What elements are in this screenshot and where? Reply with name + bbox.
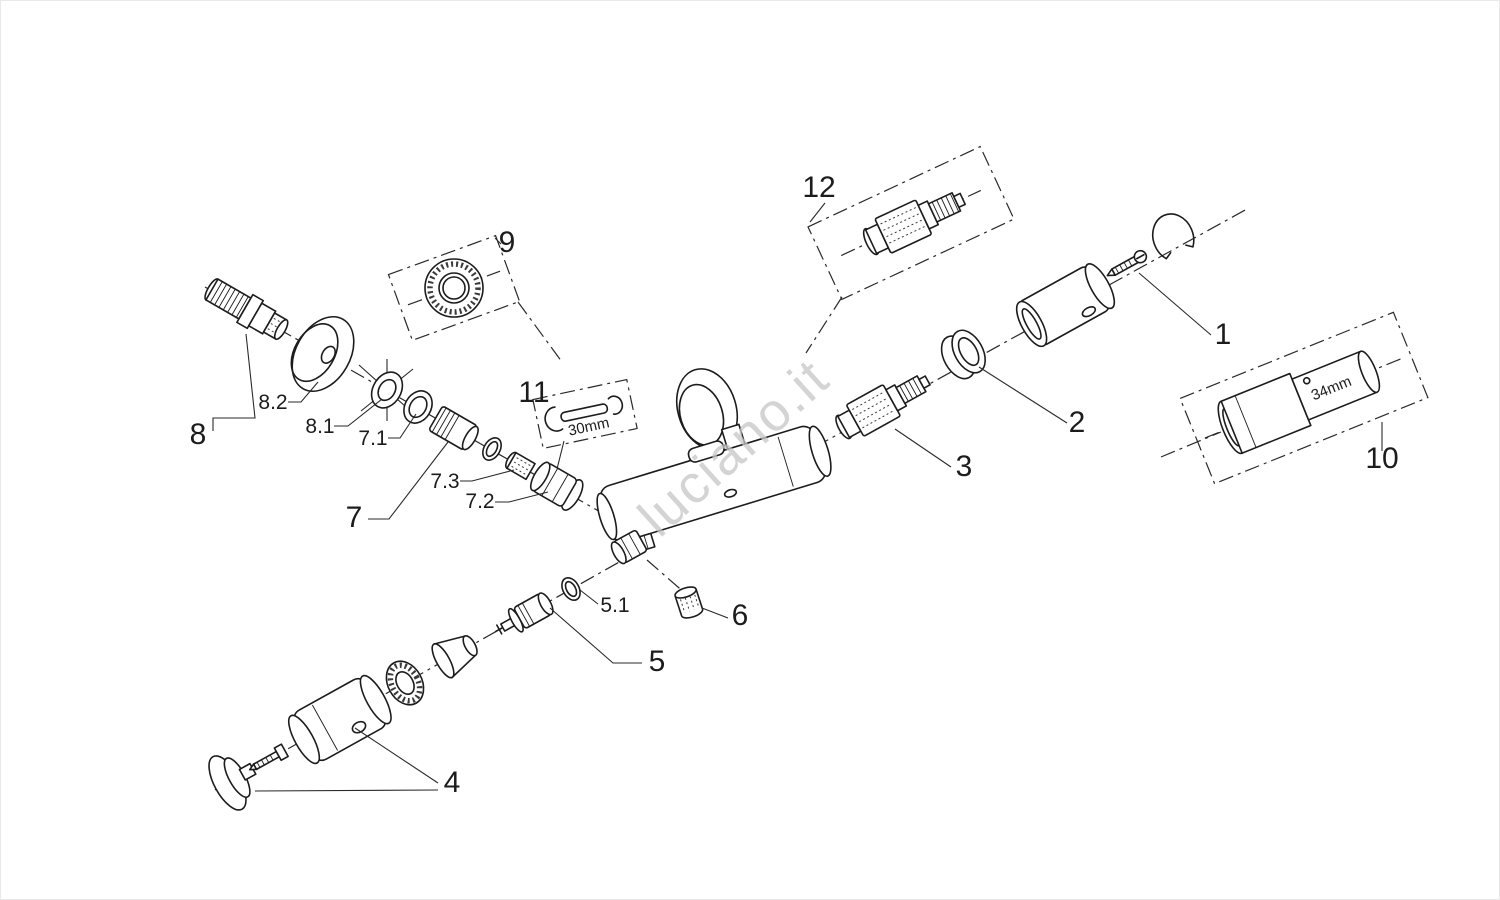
center-line-box10-connector [1160, 431, 1222, 458]
callout-label-6: 6 [732, 599, 749, 632]
part-6-adapter [674, 586, 704, 619]
leader-line-9 [494, 237, 502, 245]
callout-label-3: 3 [956, 450, 973, 483]
part-9-union-nut [424, 258, 484, 318]
outlet-union [610, 529, 648, 565]
part-2-ring-nut [940, 329, 986, 380]
part-7-1-washer [403, 390, 433, 424]
callout-label-8-2: 8.2 [258, 391, 287, 414]
callout-label-7-2: 7.2 [465, 490, 494, 513]
leader-line-7-3 [460, 469, 515, 482]
leader-line-5 [549, 607, 642, 664]
part-1-clamp-ring [1151, 213, 1195, 260]
leader-line-12 [809, 202, 826, 223]
callout-label-12: 12 [802, 171, 835, 204]
part-11-wrench: 30mm [544, 395, 624, 440]
leader-line-4b [254, 789, 439, 792]
part-4-nut [385, 660, 425, 706]
center-line-box12-connector [805, 296, 843, 354]
callout-label-9: 9 [499, 226, 516, 259]
leader-line-1 [1138, 272, 1212, 336]
center-line-box11-connector [556, 440, 565, 470]
part-7-2-nut [529, 461, 584, 511]
callout-label-4: 4 [444, 766, 461, 799]
center-line-outlet-elbow [646, 559, 687, 595]
leader-line-5-1 [579, 589, 599, 605]
detail-box-11 [532, 378, 638, 450]
callout-label-7: 7 [346, 501, 363, 534]
leader-line-2 [978, 366, 1068, 424]
part-8-escutcheon [290, 316, 355, 392]
part-4-housing [287, 674, 392, 765]
mixer-body [596, 425, 832, 556]
part-4-screw [248, 743, 289, 771]
part-3-coupling [835, 375, 931, 440]
leader-line-8-1 [334, 398, 383, 427]
part-7-3-insert [504, 451, 536, 481]
part-4-cone [431, 635, 478, 679]
part-8-union [204, 278, 289, 341]
leader-line-6 [701, 607, 729, 619]
leader-line-7 [368, 441, 449, 520]
leader-line-8 [212, 333, 256, 431]
leader-line-3 [894, 428, 952, 468]
part-1-screw [1106, 249, 1148, 277]
part-7-o-ring [482, 437, 502, 461]
part-10-sleeve: 34mm [1217, 350, 1381, 455]
part-5-1-o-ring [561, 577, 581, 601]
callout-label-2: 2 [1069, 406, 1086, 439]
leader-line-8-2 [288, 381, 319, 403]
callout-label-7-3: 7.3 [430, 470, 459, 493]
leader-line-4a [354, 727, 439, 784]
part-12-coupling [862, 192, 966, 256]
callout-label-1: 1 [1215, 318, 1232, 351]
callout-label-8: 8 [190, 418, 207, 451]
callout-label-5-1: 5.1 [600, 594, 629, 617]
part-1-holder [1015, 263, 1116, 348]
part-5-check-valve [494, 592, 554, 635]
callout-label-11: 11 [518, 376, 549, 409]
part-7-adapter [428, 406, 479, 451]
callout-label-7-1: 7.1 [358, 427, 387, 450]
part-4-cap [208, 755, 257, 811]
callout-label-10: 10 [1365, 442, 1398, 475]
callout-label-5: 5 [649, 645, 666, 678]
callout-label-8-1: 8.1 [305, 415, 334, 438]
leader-line-7-2 [495, 491, 549, 503]
center-line-box9-connector [517, 301, 563, 363]
leader-line-7-1 [388, 413, 417, 439]
